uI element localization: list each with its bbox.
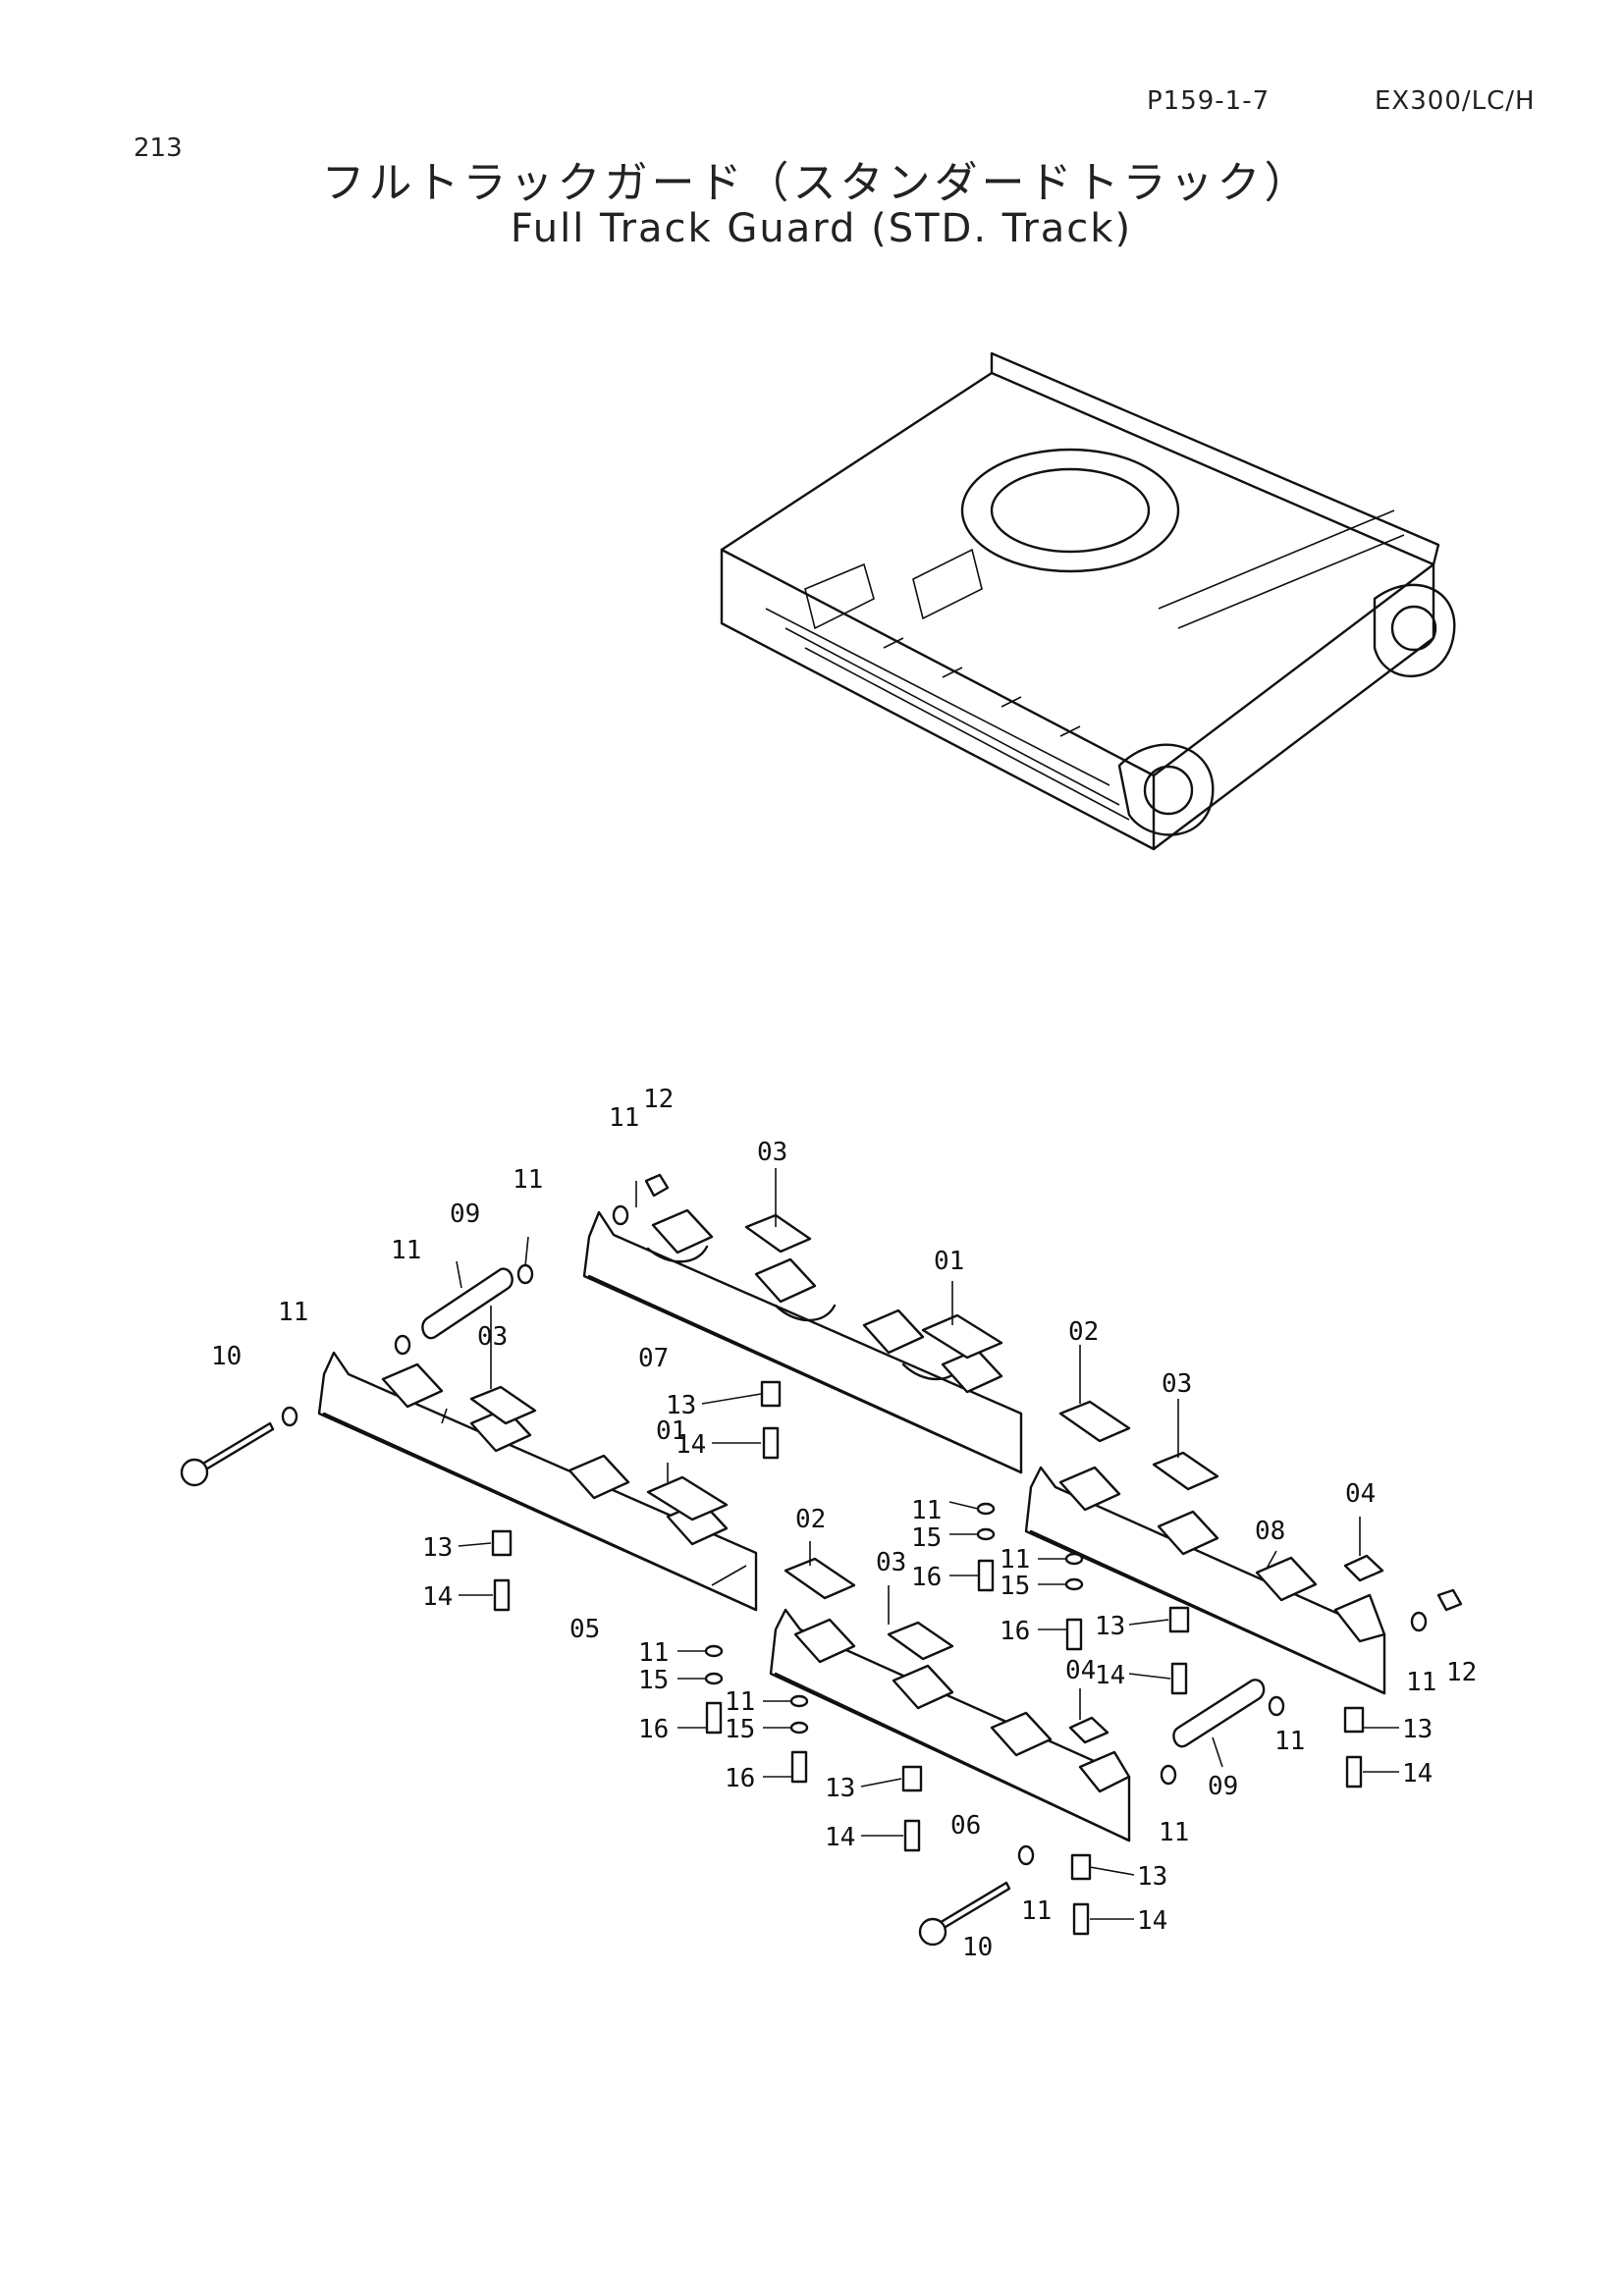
callout-13: 13: [422, 1533, 453, 1563]
callout-11: 11: [513, 1165, 543, 1195]
callout-11: 11: [391, 1236, 421, 1265]
title-english: Full Track Guard (STD. Track): [510, 206, 1133, 251]
callout-11: 11: [609, 1103, 639, 1133]
callout-11: 11: [638, 1638, 669, 1668]
callout-06: 06: [950, 1811, 981, 1841]
hardware-stacks: [491, 1380, 1365, 1936]
callout-07: 07: [638, 1344, 669, 1373]
callout-14: 14: [825, 1823, 855, 1852]
callout-labels: 01 01 02 02 03 03 03 03 04 04 05 06 07 0…: [211, 1085, 1477, 1962]
callout-14: 14: [1137, 1906, 1167, 1936]
callout-13: 13: [1402, 1715, 1433, 1744]
callout-09: 09: [450, 1200, 480, 1229]
callout-14: 14: [1095, 1661, 1125, 1690]
callout-11: 11: [1000, 1545, 1030, 1575]
callout-15: 15: [1000, 1572, 1030, 1601]
guard-06: [769, 1608, 1131, 1842]
callout-11: 11: [1159, 1818, 1189, 1847]
callout-02: 02: [1068, 1317, 1099, 1347]
callout-11: 11: [1021, 1896, 1052, 1926]
callout-15: 15: [911, 1523, 942, 1553]
callout-14: 14: [1402, 1759, 1433, 1789]
callout-13: 13: [666, 1391, 696, 1420]
model-code: EX300/LC/H: [1375, 86, 1536, 116]
callout-16: 16: [1000, 1617, 1030, 1646]
page-code: P159-1-7: [1147, 86, 1271, 116]
callout-04: 04: [1345, 1479, 1376, 1509]
callout-04: 04: [1065, 1656, 1096, 1685]
callout-15: 15: [725, 1715, 755, 1744]
callout-03: 03: [876, 1548, 906, 1577]
callout-12: 12: [643, 1085, 674, 1114]
callout-10: 10: [211, 1342, 242, 1371]
callout-13: 13: [1095, 1612, 1125, 1641]
undercarriage-overview: [720, 351, 1456, 851]
guard-07: [582, 1208, 1023, 1474]
callout-14: 14: [676, 1430, 706, 1460]
callout-05: 05: [569, 1615, 600, 1644]
guard-08: [1024, 1466, 1386, 1695]
callout-16: 16: [725, 1764, 755, 1793]
callout-02: 02: [795, 1505, 826, 1534]
callout-01: 01: [934, 1247, 964, 1276]
callout-11: 11: [1406, 1668, 1436, 1697]
title-japanese: フルトラックガード（スタンダードトラック）: [321, 158, 1312, 208]
callout-13: 13: [1137, 1862, 1167, 1892]
callout-08: 08: [1255, 1517, 1285, 1546]
page-number: 213: [134, 133, 183, 163]
plates: [469, 1213, 1384, 1744]
callout-09: 09: [1208, 1772, 1238, 1801]
callout-16: 16: [638, 1715, 669, 1744]
callout-01: 01: [656, 1416, 686, 1446]
callout-11: 11: [278, 1298, 308, 1327]
callout-11: 11: [911, 1496, 942, 1525]
callout-10: 10: [962, 1933, 993, 1962]
callout-12: 12: [1446, 1658, 1477, 1687]
callout-11: 11: [725, 1687, 755, 1717]
leader-lines: [441, 1168, 1399, 1920]
guard-05: [317, 1351, 758, 1612]
callout-14: 14: [422, 1582, 453, 1612]
callout-03: 03: [757, 1138, 787, 1167]
callout-03: 03: [1162, 1369, 1192, 1399]
callout-15: 15: [638, 1666, 669, 1695]
callout-11: 11: [1274, 1727, 1305, 1756]
callout-13: 13: [825, 1774, 855, 1803]
fasteners: [180, 1173, 1463, 1947]
callout-03: 03: [477, 1322, 508, 1352]
callout-16: 16: [911, 1563, 942, 1592]
